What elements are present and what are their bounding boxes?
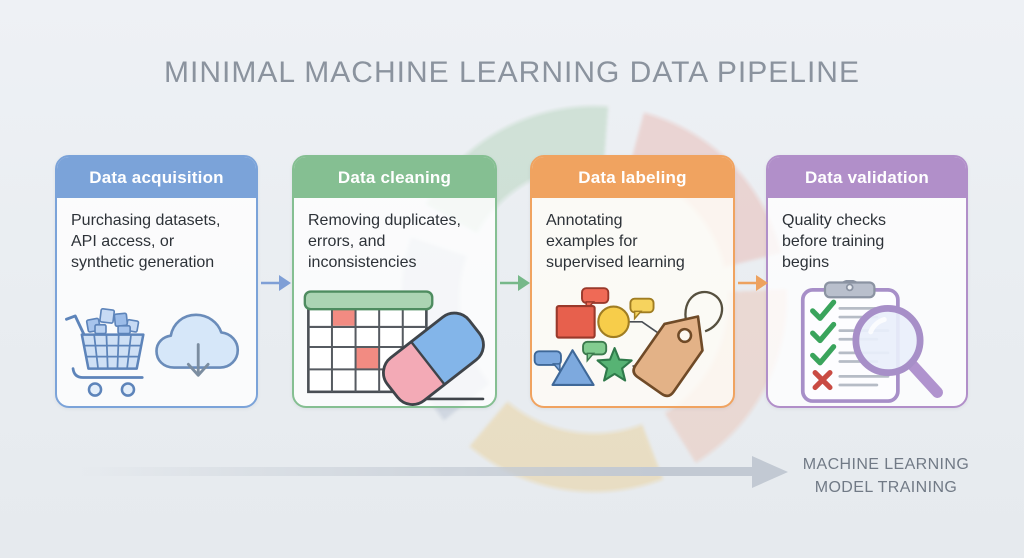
card-header: Data validation bbox=[768, 157, 966, 198]
training-arrow-head-icon bbox=[752, 456, 788, 488]
description-line: Quality checks bbox=[782, 212, 887, 229]
arrow-right-icon bbox=[738, 275, 768, 291]
training-label: MACHINE LEARNING MODEL TRAINING bbox=[795, 453, 977, 499]
eraser-icon bbox=[382, 311, 485, 406]
card-description: Annotating examples for supervised learn… bbox=[532, 198, 733, 273]
card-description: Quality checks before training begins bbox=[768, 198, 966, 273]
card-data-acquisition: Data acquisition Purchasing datasets, AP… bbox=[55, 155, 258, 408]
description-line: supervised learning bbox=[546, 254, 685, 271]
description-line: before training bbox=[782, 233, 885, 250]
check-marks bbox=[810, 299, 837, 366]
card-header: Data cleaning bbox=[294, 157, 495, 198]
description-line: Annotating bbox=[546, 212, 623, 229]
description-line: Removing duplicates, bbox=[308, 212, 461, 229]
arrow-right-icon bbox=[500, 275, 530, 291]
card-icons bbox=[532, 285, 733, 406]
training-label-line: MACHINE LEARNING bbox=[802, 456, 970, 473]
checklist-clipboard-icon bbox=[800, 280, 943, 403]
training-arrow-shaft bbox=[78, 467, 754, 476]
card-description: Purchasing datasets, API access, or synt… bbox=[57, 198, 256, 273]
description-line: errors, and bbox=[308, 233, 386, 250]
annotation-shapes-icon bbox=[533, 287, 724, 398]
training-label-line: MODEL TRAINING bbox=[814, 479, 958, 496]
description-line: Purchasing datasets, bbox=[71, 212, 221, 229]
magnifier-icon bbox=[852, 305, 943, 398]
card-icons bbox=[57, 294, 256, 406]
description-line: synthetic generation bbox=[71, 254, 215, 271]
card-header: Data acquisition bbox=[57, 157, 256, 198]
card-data-cleaning: Data cleaning Removing duplicates, error… bbox=[292, 155, 497, 408]
page-title: MINIMAL MACHINE LEARNING DATA PIPELINE bbox=[164, 56, 860, 89]
tag-string bbox=[684, 290, 724, 333]
price-tag-icon bbox=[632, 315, 704, 398]
cloud-download-icon bbox=[155, 313, 240, 377]
shopping-cart-icon bbox=[65, 307, 240, 397]
card-header: Data labeling bbox=[532, 157, 733, 198]
description-line: examples for bbox=[546, 233, 638, 250]
spreadsheet-icon bbox=[303, 290, 485, 406]
card-icons bbox=[768, 280, 966, 406]
description-line: begins bbox=[782, 254, 830, 271]
x-mark bbox=[812, 370, 833, 391]
description-line: inconsistencies bbox=[308, 254, 417, 271]
description-line: API access, or bbox=[71, 233, 175, 250]
card-description: Removing duplicates, errors, and inconsi… bbox=[294, 198, 495, 273]
card-data-labeling: Data labeling Annotating examples for su… bbox=[530, 155, 735, 408]
card-data-validation: Data validation Quality checks before tr… bbox=[766, 155, 968, 408]
arrow-right-icon bbox=[261, 275, 291, 291]
card-icons bbox=[294, 288, 495, 406]
